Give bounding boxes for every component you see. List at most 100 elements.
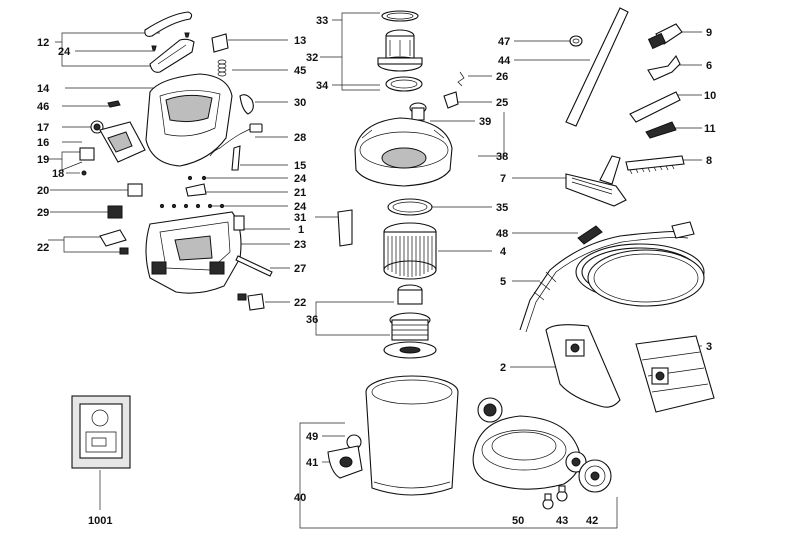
hose-adapter-part: [577, 225, 603, 245]
small-clip-part: [107, 100, 121, 108]
callout-34: 34: [316, 80, 329, 92]
spring-part: [217, 59, 227, 77]
gasket-part: [385, 76, 423, 92]
scrub-brush-part: [625, 155, 685, 175]
float-valve-part: [409, 102, 427, 121]
suction-hose-part: [519, 221, 705, 333]
screw-part: [201, 175, 207, 181]
handle-base-part: [149, 38, 195, 73]
callout-25: 25: [496, 97, 508, 109]
extension-tube-part: [565, 7, 629, 127]
callout-35: 35: [496, 202, 508, 214]
callout-27: 27: [294, 263, 306, 275]
callout-13: 13: [294, 35, 306, 47]
leader-lines: [48, 12, 702, 529]
handle-part: [144, 11, 193, 37]
left-assembly: [79, 11, 273, 311]
switch-part: [79, 147, 95, 161]
callout-44: 44: [498, 55, 511, 67]
latch-part: [443, 91, 459, 109]
inset-1001: [71, 395, 131, 469]
callout-32: 32: [306, 52, 318, 64]
callout-1001: 1001: [88, 515, 112, 527]
wire-spring-part: [457, 71, 465, 87]
ring-part: [381, 10, 419, 22]
callout-8: 8: [706, 155, 712, 167]
filter-bag-part: [545, 324, 621, 408]
callout-40: 40: [294, 492, 306, 504]
callout-28: 28: [294, 132, 306, 144]
callout-21: 21: [294, 187, 306, 199]
callout-38: 38: [496, 151, 508, 163]
callout-22: 22: [294, 297, 306, 309]
chassis-part: [472, 397, 587, 490]
tube-clip-part: [569, 35, 583, 47]
screw-part: [187, 175, 193, 181]
seal-part: [99, 229, 127, 247]
callout-20: 20: [37, 185, 49, 197]
seal-part: [247, 293, 265, 311]
callout-17: 17: [37, 122, 49, 134]
center-assembly: [327, 10, 465, 496]
callout-24: 24: [58, 46, 71, 58]
callout-47: 47: [498, 36, 510, 48]
callout-22: 22: [37, 242, 49, 254]
cartridge-filter-part: [383, 222, 437, 280]
callout-50: 50: [512, 515, 524, 527]
callout-15: 15: [294, 160, 306, 172]
callout-24: 24: [294, 173, 307, 185]
callout-4: 4: [500, 246, 507, 258]
floor-nozzle-part: [565, 155, 627, 207]
callout-46: 46: [37, 101, 49, 113]
callout-12: 12: [37, 37, 49, 49]
callout-7: 7: [500, 173, 506, 185]
rod-part: [235, 255, 273, 277]
callout-26: 26: [496, 71, 508, 83]
callout-30: 30: [294, 97, 306, 109]
circuit-board-part: [107, 205, 123, 219]
wheel-part: [578, 459, 612, 493]
callout-41: 41: [306, 457, 318, 469]
callout-14: 14: [37, 83, 50, 95]
tube-clip-part: [231, 145, 241, 171]
callout-2: 2: [500, 362, 506, 374]
callout-1: 1: [298, 224, 304, 236]
callout-48: 48: [496, 228, 508, 240]
insert-part: [237, 293, 247, 301]
filter-bag-folded-part: [635, 335, 715, 413]
callout-36: 36: [306, 314, 318, 326]
callout-45: 45: [294, 65, 306, 77]
callout-29: 29: [37, 207, 49, 219]
container-part: [365, 375, 459, 496]
callout-33: 33: [316, 15, 328, 27]
callout-23: 23: [294, 239, 306, 251]
castor-part: [542, 485, 568, 510]
flap-part: [337, 209, 353, 247]
clip-part: [239, 94, 254, 115]
callout-16: 16: [37, 137, 49, 149]
callout-19: 19: [37, 154, 49, 166]
callout-18: 18: [52, 168, 64, 180]
filter-gasket-part: [387, 198, 433, 216]
insert-part: [119, 247, 129, 255]
screw-row: [159, 203, 225, 209]
callout-39: 39: [479, 116, 491, 128]
callout-31: 31: [294, 212, 306, 224]
callout-43: 43: [556, 515, 568, 527]
callout-5: 5: [500, 276, 506, 288]
callout-3: 3: [706, 341, 712, 353]
brush-strip-part: [645, 121, 677, 139]
label-part: [233, 215, 245, 231]
filter-cage-part: [383, 284, 437, 359]
callout-labels: 12 24 14 46 17 16 19 18 20 29 22 13 45 3…: [37, 15, 716, 527]
power-cable-part: [209, 123, 263, 157]
screw-part: [81, 170, 87, 176]
bracket-part: [127, 183, 143, 197]
screw-part: [151, 45, 157, 51]
callout-9: 9: [706, 27, 712, 39]
callout-6: 6: [706, 60, 712, 72]
screw-part: [184, 32, 190, 38]
motor-part: [377, 29, 423, 72]
